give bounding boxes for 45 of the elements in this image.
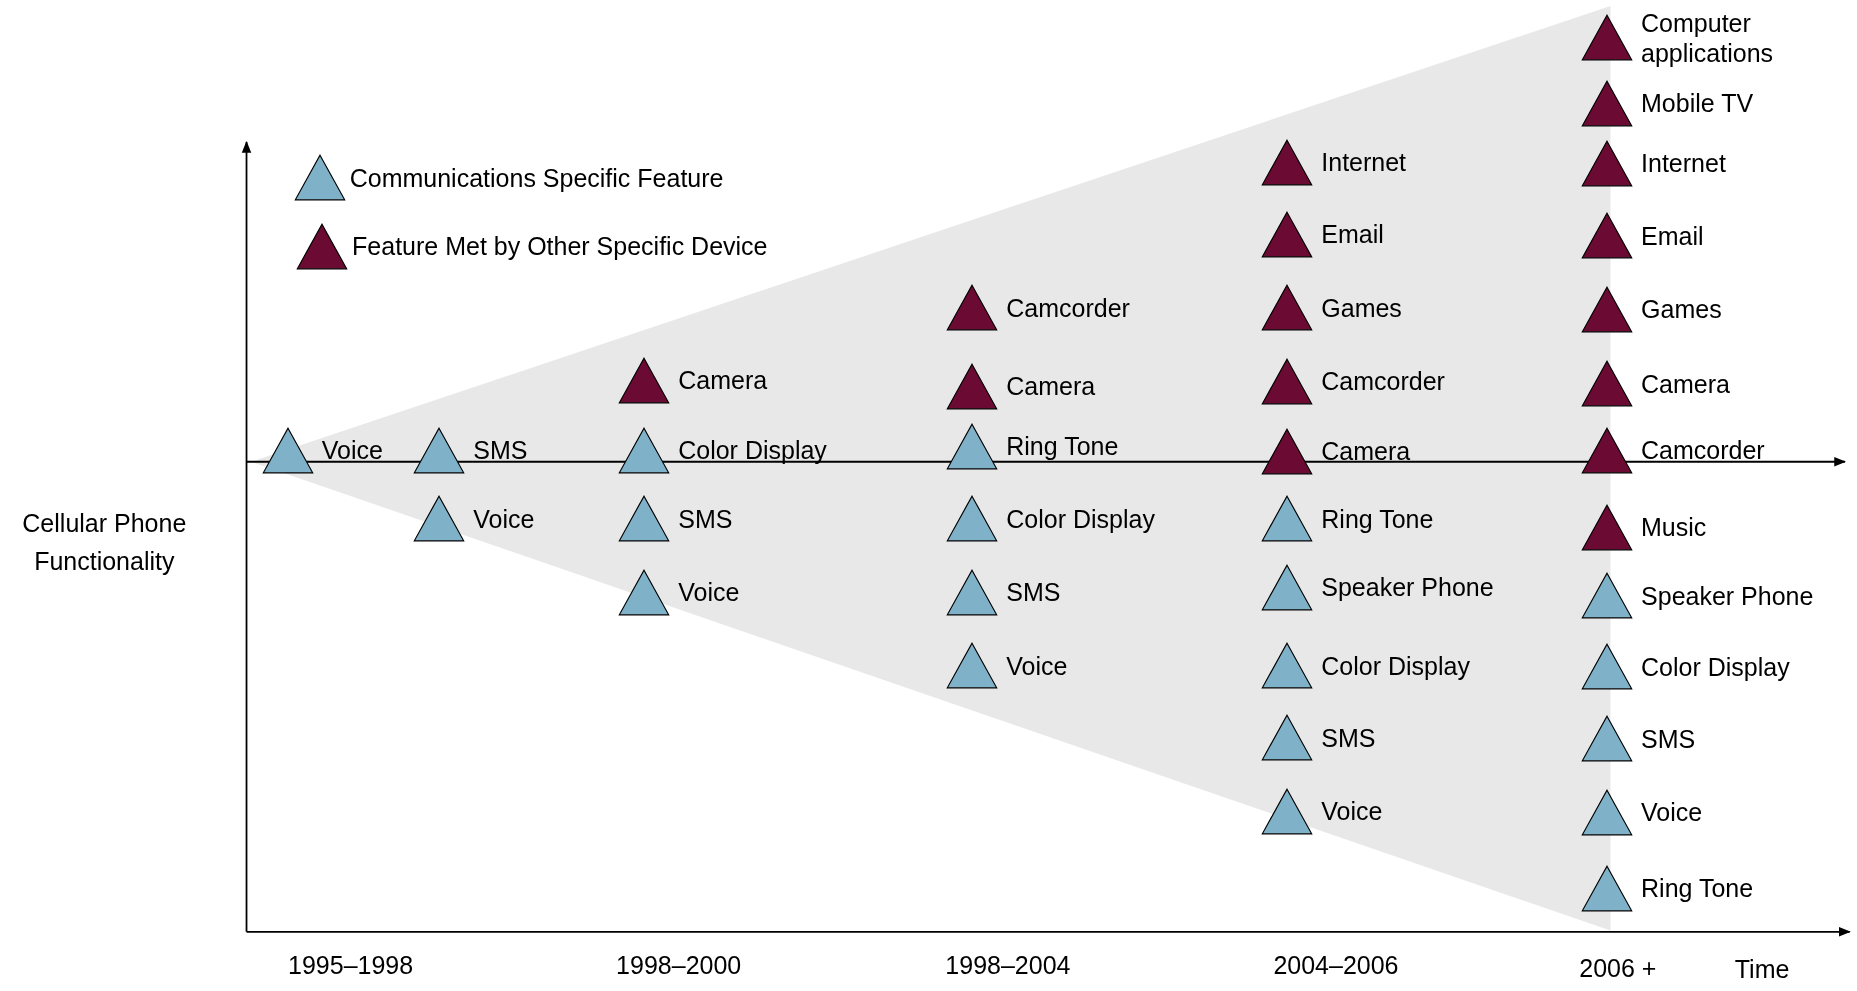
- legend-label: Communications Specific Feature: [349, 162, 724, 193]
- feature-label: Camera: [1006, 371, 1096, 402]
- feature-label: Voice: [678, 577, 740, 608]
- feature-label: Voice: [321, 435, 383, 465]
- period-label: 2006 +: [1579, 952, 1657, 983]
- period-label: 1998–2004: [945, 950, 1071, 981]
- feature-label: Color Display: [1006, 503, 1155, 534]
- feature-label: Games: [1641, 294, 1722, 325]
- feature-label: Voice: [1641, 797, 1703, 828]
- feature-label: Mobile TV: [1641, 88, 1754, 118]
- axis-label: Time: [1734, 953, 1790, 984]
- feature-label: Ring Tone: [1006, 431, 1119, 462]
- feature-label: Camcorder: [1641, 435, 1765, 465]
- feature-label: SMS: [1006, 577, 1061, 608]
- feature-label: Camera: [1641, 368, 1730, 399]
- feature-label: Speaker Phone: [1321, 572, 1494, 603]
- feature-label: SMS: [678, 503, 733, 534]
- feature-label: Internet: [1321, 147, 1407, 178]
- feature-label: Camera: [678, 365, 768, 396]
- feature-label: Email: [1641, 220, 1704, 251]
- feature-label: Camcorder: [1321, 366, 1445, 397]
- feature-label: Ring Tone: [1321, 503, 1434, 534]
- feature-label: Email: [1321, 219, 1384, 250]
- feature-label: Computer applications: [1641, 7, 1775, 68]
- period-label: 1998–2000: [616, 950, 742, 981]
- feature-label: Camera: [1321, 436, 1411, 467]
- feature-label: Color Display: [1641, 651, 1790, 682]
- feature-label: Ring Tone: [1641, 873, 1754, 904]
- feature-label: Voice: [1321, 796, 1383, 827]
- feature-label: Internet: [1641, 148, 1726, 179]
- feature-label: SMS: [473, 435, 528, 465]
- feature-label: Voice: [1006, 650, 1068, 681]
- feature-label: Games: [1321, 292, 1402, 323]
- axis-title: Cellular Phone Functionality: [21, 508, 188, 578]
- feature-label: Music: [1641, 512, 1707, 542]
- feature-label: Voice: [473, 503, 535, 534]
- feature-label: SMS: [1321, 722, 1376, 753]
- period-label: 1995–1998: [288, 950, 414, 981]
- feature-label: Color Display: [678, 435, 827, 465]
- period-label: 2004–2006: [1273, 950, 1399, 981]
- feature-label: Camcorder: [1006, 292, 1130, 323]
- legend-label: Feature Met by Other Specific Device: [352, 231, 768, 262]
- feature-label: SMS: [1641, 724, 1696, 754]
- feature-label: Speaker Phone: [1641, 580, 1814, 611]
- feature-label: Color Display: [1321, 650, 1470, 681]
